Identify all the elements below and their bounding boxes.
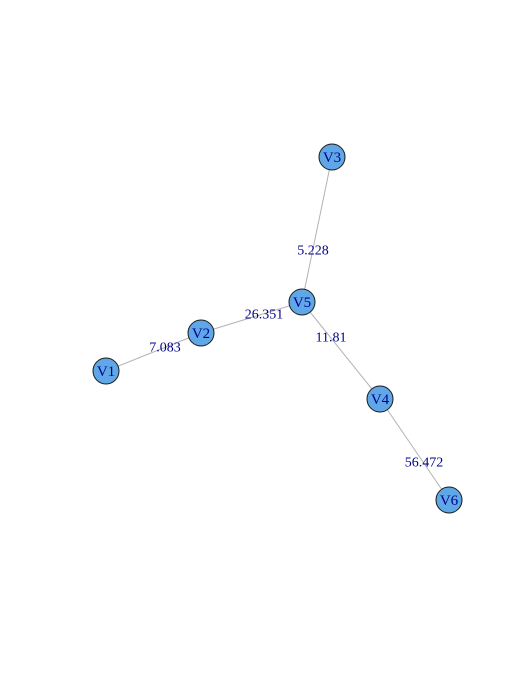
node-label: V6 [440,493,459,509]
edge-v1-v2 [105,332,202,372]
node-circle [366,385,394,413]
node-circle [288,288,316,316]
node-v1: V1 [92,357,120,385]
node-circle [435,486,463,514]
edge-labels-layer: 7.083 26.351 5.228 11.81 56.472 [149,244,443,471]
edges-layer [105,156,450,501]
node-v6: V6 [435,486,463,514]
edge-weight-label: 11.81 [316,331,347,346]
edge-weight-label: 7.083 [149,341,181,356]
node-circle [187,319,215,347]
node-label: V1 [97,364,115,380]
node-v4: V4 [366,385,394,413]
node-label: V2 [192,326,210,342]
node-label: V5 [293,295,311,311]
edge-weight-label: 26.351 [245,308,284,323]
node-circle [92,357,120,385]
edge-weight-label: 5.228 [297,244,329,259]
edge-v4-v6 [379,398,450,501]
edge-v3-v5 [301,156,333,303]
edge-weight-label: 56.472 [405,456,444,471]
edge-v5-v4 [301,301,381,400]
node-v2: V2 [187,319,215,347]
node-circle [318,143,346,171]
edge-v2-v5 [200,301,303,334]
node-v3: V3 [318,143,346,171]
node-v5: V5 [288,288,316,316]
node-label: V3 [323,150,341,166]
node-label: V4 [371,392,390,408]
